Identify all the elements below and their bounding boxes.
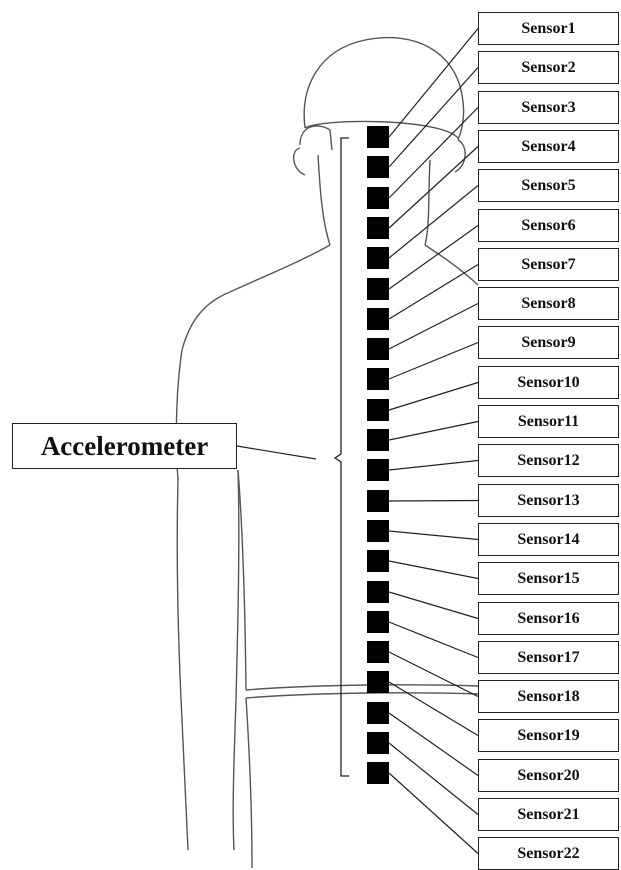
sensor-block-3 <box>367 187 389 209</box>
sensor-label-9: Sensor9 <box>478 326 619 359</box>
sensor-block-10 <box>367 399 389 421</box>
sensor-label-7: Sensor7 <box>478 248 619 281</box>
sensor-block-2 <box>367 156 389 178</box>
connector-line-4 <box>389 147 478 229</box>
sensor-label-2: Sensor2 <box>478 51 619 84</box>
sensor-group-bracket <box>335 138 349 776</box>
sensor-label-21: Sensor21 <box>478 798 619 831</box>
connector-line-20 <box>389 713 478 776</box>
sensor-block-9 <box>367 368 389 390</box>
connector-line-16 <box>389 592 478 619</box>
connector-line-13 <box>389 501 478 502</box>
connector-line-6 <box>389 226 478 290</box>
sensor-label-8: Sensor8 <box>478 287 619 320</box>
sensor-block-13 <box>367 490 389 512</box>
sensor-label-1: Sensor1 <box>478 12 619 45</box>
connector-line-15 <box>389 561 478 579</box>
connector-line-21 <box>389 743 478 815</box>
connector-line-14 <box>389 531 478 540</box>
sensor-block-17 <box>367 611 389 633</box>
sensor-label-20: Sensor20 <box>478 759 619 792</box>
sensor-block-21 <box>367 732 389 754</box>
connector-line-12 <box>389 461 478 471</box>
connector-line-9 <box>389 343 478 380</box>
sensor-label-19: Sensor19 <box>478 719 619 752</box>
connector-line-10 <box>389 383 478 411</box>
accelerometer-label: Accelerometer <box>12 423 237 469</box>
sensor-label-5: Sensor5 <box>478 169 619 202</box>
sensor-block-15 <box>367 550 389 572</box>
sensor-label-11: Sensor11 <box>478 405 619 438</box>
sensor-block-12 <box>367 459 389 481</box>
sensor-block-1 <box>367 126 389 148</box>
sensor-label-17: Sensor17 <box>478 641 619 674</box>
sensor-label-16: Sensor16 <box>478 602 619 635</box>
sensor-block-14 <box>367 520 389 542</box>
connector-line-22 <box>389 773 478 854</box>
sensor-block-20 <box>367 702 389 724</box>
sensor-label-18: Sensor18 <box>478 680 619 713</box>
sensor-block-18 <box>367 641 389 663</box>
sensor-block-11 <box>367 429 389 451</box>
connector-line-5 <box>389 186 478 259</box>
sensor-label-4: Sensor4 <box>478 130 619 163</box>
sensor-label-6: Sensor6 <box>478 209 619 242</box>
sensor-label-14: Sensor14 <box>478 523 619 556</box>
accelerometer-leader-line <box>237 446 316 459</box>
sensor-label-15: Sensor15 <box>478 562 619 595</box>
sensor-block-7 <box>367 308 389 330</box>
sensor-label-10: Sensor10 <box>478 366 619 399</box>
sensor-block-22 <box>367 762 389 784</box>
sensor-block-5 <box>367 247 389 269</box>
sensor-block-8 <box>367 338 389 360</box>
sensor-label-13: Sensor13 <box>478 484 619 517</box>
connector-line-11 <box>389 422 478 441</box>
sensor-block-4 <box>367 217 389 239</box>
sensor-label-3: Sensor3 <box>478 91 619 124</box>
sensor-label-12: Sensor12 <box>478 444 619 477</box>
sensor-block-16 <box>367 581 389 603</box>
sensor-block-6 <box>367 278 389 300</box>
sensor-block-19 <box>367 671 389 693</box>
connector-line-17 <box>389 622 478 658</box>
sensor-label-22: Sensor22 <box>478 837 619 870</box>
